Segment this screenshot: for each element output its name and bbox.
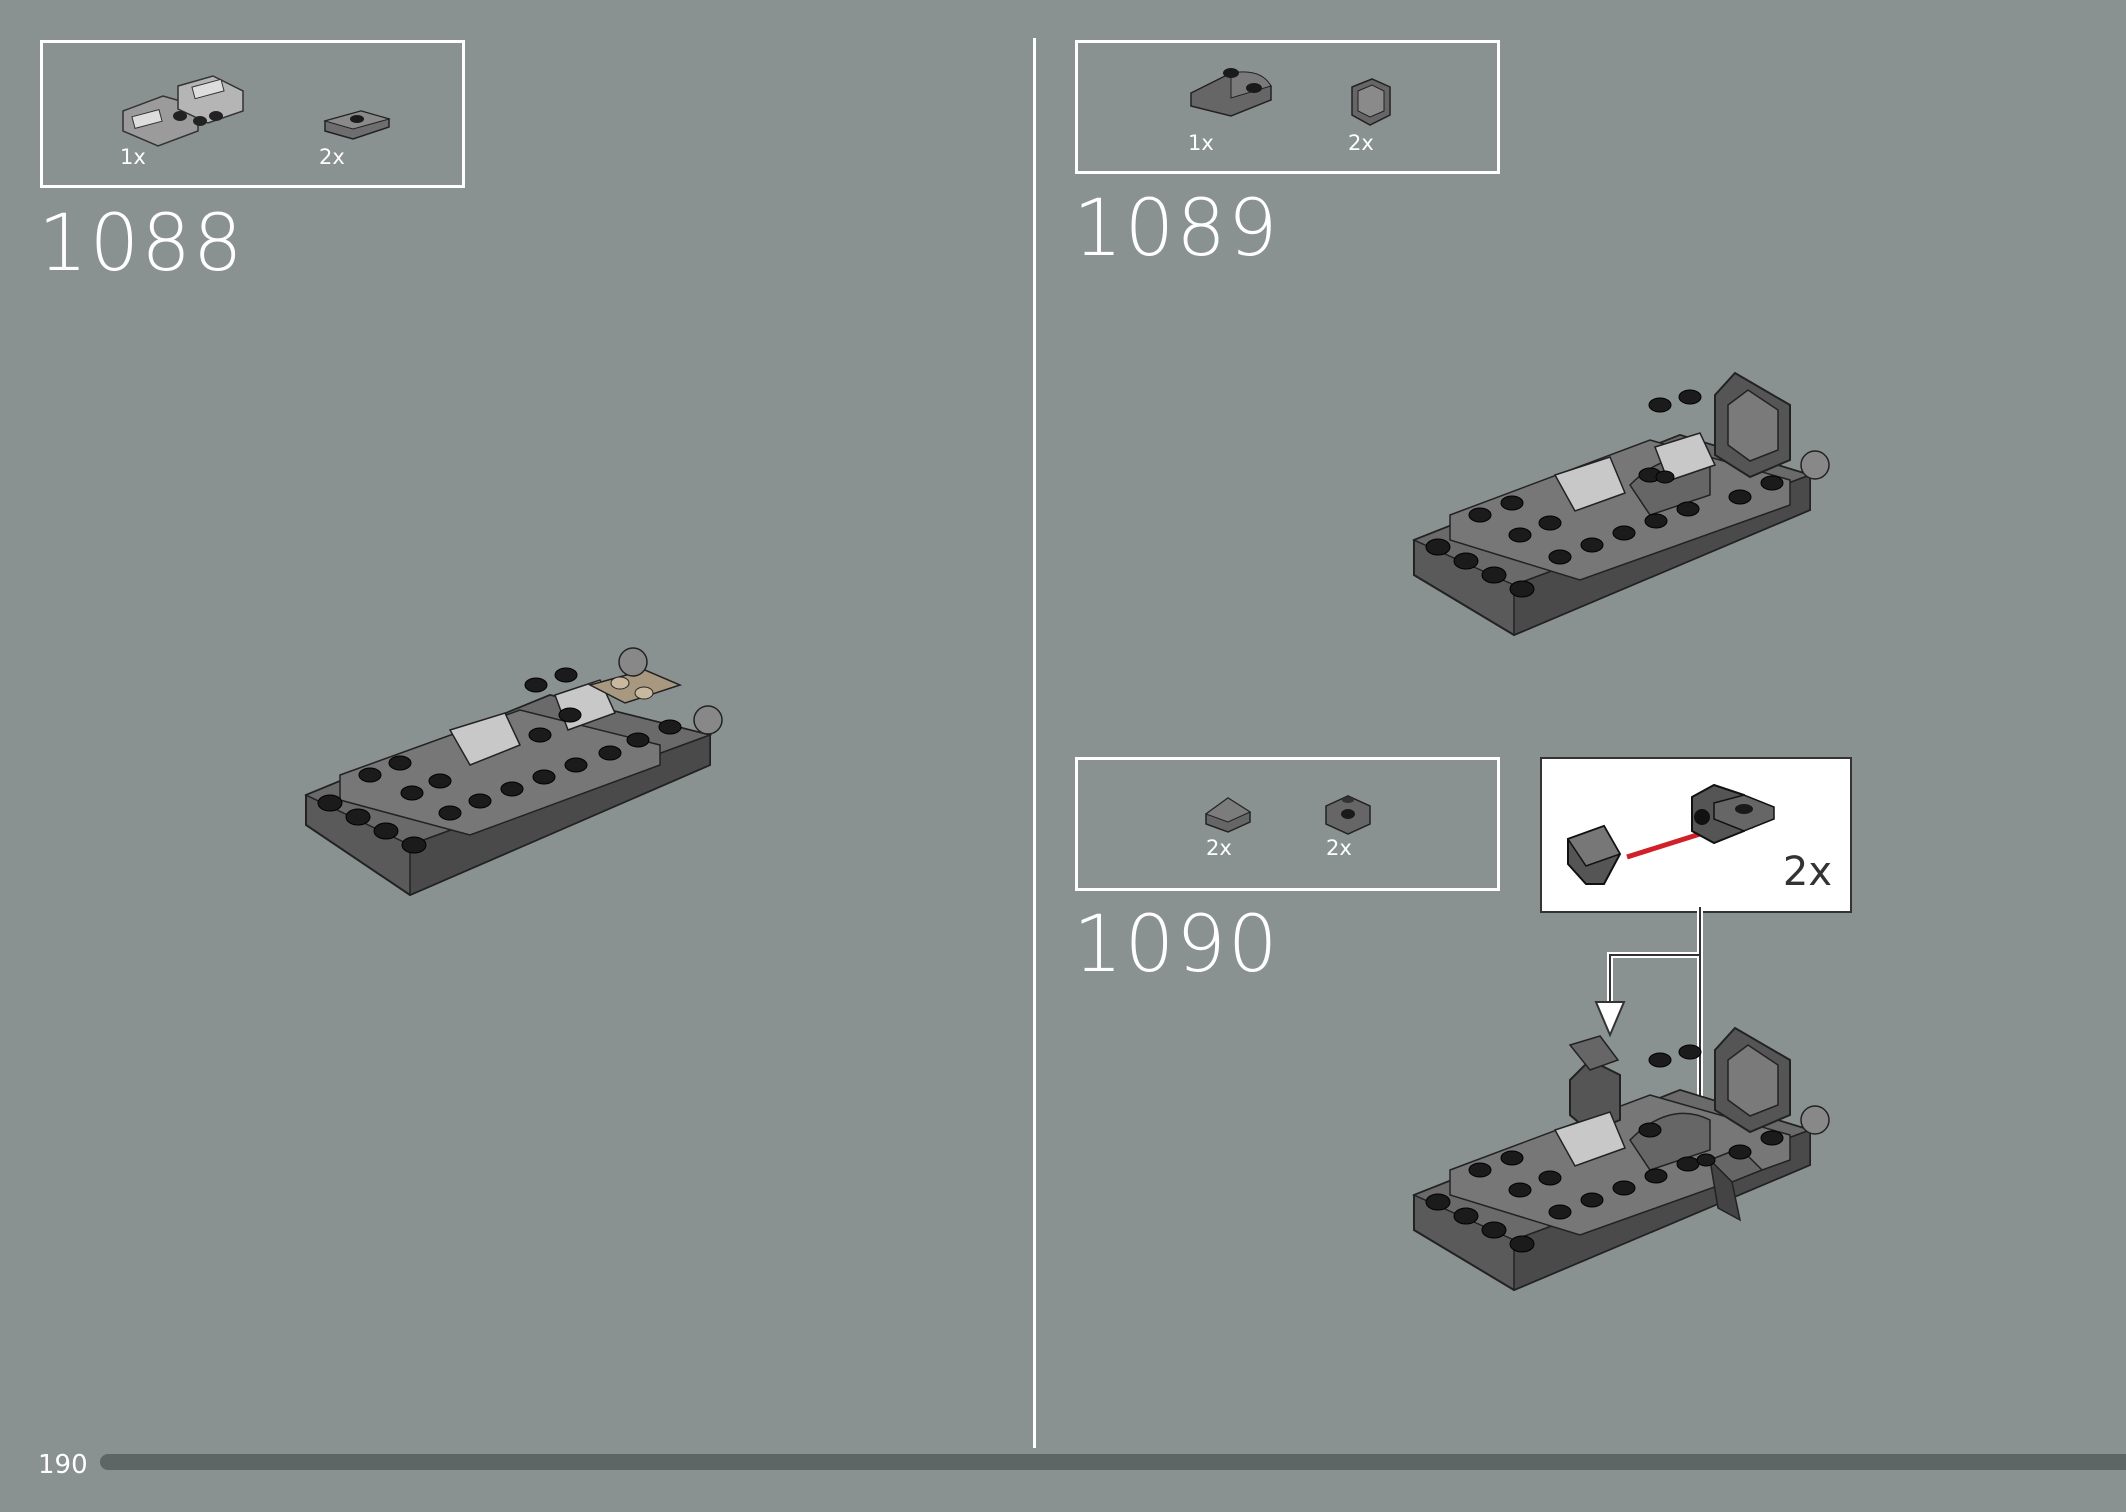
callout-bracket-icon bbox=[1691, 783, 1775, 845]
part-bracket-icon bbox=[1325, 795, 1371, 835]
part-plate-jumper-icon bbox=[323, 110, 391, 140]
part-qty: 2x bbox=[1206, 836, 1232, 860]
part-slope-icon bbox=[1204, 797, 1252, 833]
progress-bar bbox=[100, 1454, 2126, 1470]
callout-slope-icon bbox=[1566, 824, 1622, 885]
callout-qty: 2x bbox=[1782, 849, 1832, 895]
part-corner-panel-icon bbox=[1351, 78, 1391, 126]
model-step-1090-illustration bbox=[1412, 1026, 1830, 1292]
step-number-1089: 1089 bbox=[1073, 184, 1280, 274]
step-number-1090: 1090 bbox=[1073, 900, 1280, 990]
part-qty: 1x bbox=[120, 145, 146, 169]
part-qty: 2x bbox=[1326, 836, 1352, 860]
model-step-1089-illustration bbox=[1412, 371, 1830, 637]
page-divider bbox=[1033, 38, 1036, 1448]
parts-box-1090: 2x 2x bbox=[1075, 757, 1500, 891]
part-qty: 2x bbox=[319, 145, 345, 169]
model-step-1088-illustration bbox=[304, 647, 723, 897]
part-qty: 2x bbox=[1348, 131, 1374, 155]
page-number: 190 bbox=[38, 1450, 88, 1480]
step-number-1088: 1088 bbox=[38, 199, 245, 289]
part-slope-grille-icon bbox=[122, 75, 244, 147]
parts-box-1089: 1x 2x bbox=[1075, 40, 1500, 174]
part-qty: 1x bbox=[1188, 131, 1214, 155]
part-curved-slope-icon bbox=[1190, 68, 1272, 117]
sub-assembly-callout: 2x bbox=[1540, 757, 1852, 913]
parts-box-1088: 1x 2x bbox=[40, 40, 465, 188]
